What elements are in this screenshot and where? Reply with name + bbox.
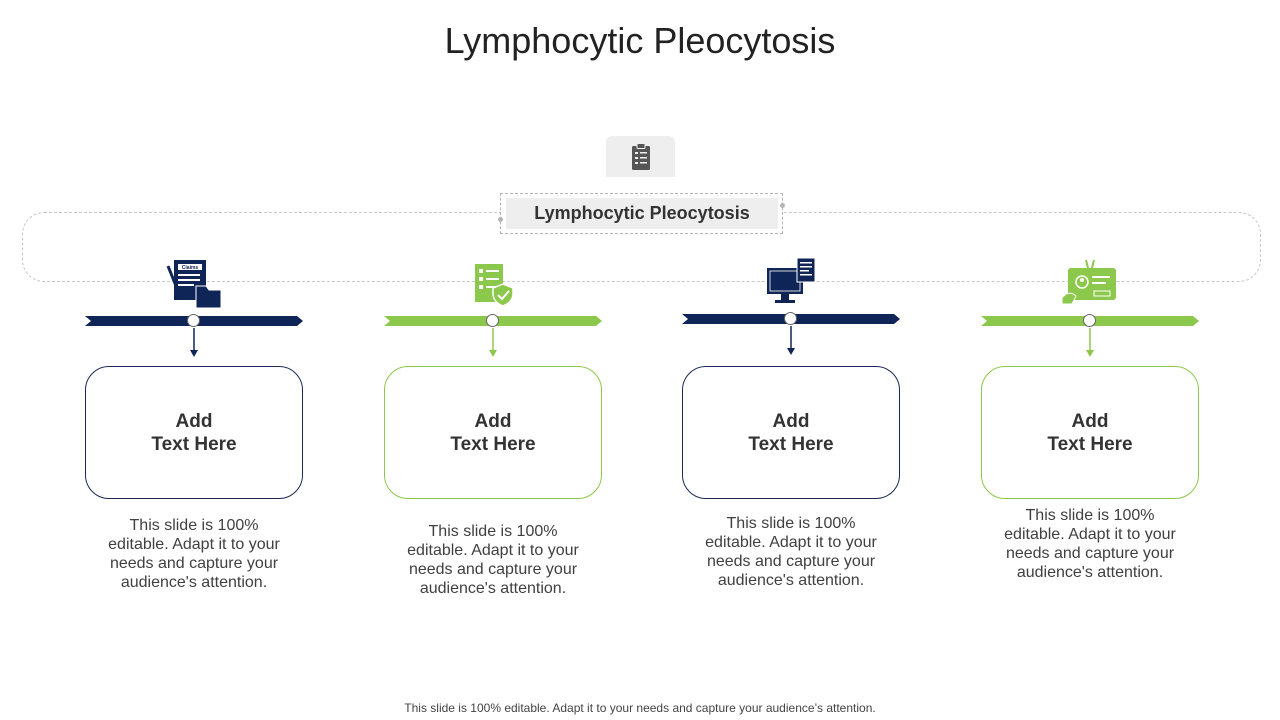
claims-documents-icon: Claims [166, 260, 222, 308]
text-card[interactable]: Add Text Here [682, 366, 900, 499]
card-line-1: Add [474, 410, 512, 432]
svg-text:Claims: Claims [182, 265, 199, 271]
card-line-1: Add [1071, 410, 1109, 432]
slide-title: Lymphocytic Pleocytosis [444, 20, 836, 61]
step-column-1: Claims Add Text Here This slide is 100% … [85, 0, 303, 720]
id-card-hand-icon [1061, 259, 1116, 305]
step-column-4: Add Text Here This slide is 100% editabl… [981, 0, 1199, 720]
footer-note: This slide is 100% editable. Adapt it to… [404, 701, 876, 715]
text-card[interactable]: Add Text Here [85, 366, 303, 499]
step-description: This slide is 100% editable. Adapt it to… [705, 515, 877, 589]
frame-handle [780, 203, 785, 208]
timeline-node [486, 314, 499, 327]
clipboard-checklist-icon [631, 142, 650, 170]
arrow-down-icon [489, 328, 497, 357]
card-line-2: Text Here [748, 433, 834, 455]
frame-handle [498, 217, 503, 222]
step-description: This slide is 100% editable. Adapt it to… [407, 523, 579, 597]
timeline-node [187, 314, 200, 327]
step-column-2: Add Text Here This slide is 100% editabl… [384, 0, 602, 720]
step-column-3: Add Text Here This slide is 100% editabl… [682, 0, 900, 720]
arrow-down-icon [190, 328, 198, 357]
step-description: This slide is 100% editable. Adapt it to… [108, 517, 280, 591]
arrow-down-icon [787, 326, 795, 355]
checklist-shield-icon [475, 264, 514, 307]
timeline-node [1083, 314, 1096, 327]
text-card[interactable]: Add Text Here [384, 366, 602, 499]
card-line-1: Add [772, 410, 810, 432]
computer-monitor-document-icon [767, 257, 816, 303]
center-label: Lymphocytic Pleocytosis [506, 198, 778, 229]
step-description: This slide is 100% editable. Adapt it to… [1004, 507, 1176, 581]
card-line-2: Text Here [151, 433, 237, 455]
arrow-down-icon [1086, 328, 1094, 357]
timeline-node [784, 312, 797, 325]
top-icon-box [606, 136, 675, 177]
card-line-1: Add [175, 410, 213, 432]
card-line-2: Text Here [450, 433, 536, 455]
card-line-2: Text Here [1047, 433, 1133, 455]
text-card[interactable]: Add Text Here [981, 366, 1199, 499]
